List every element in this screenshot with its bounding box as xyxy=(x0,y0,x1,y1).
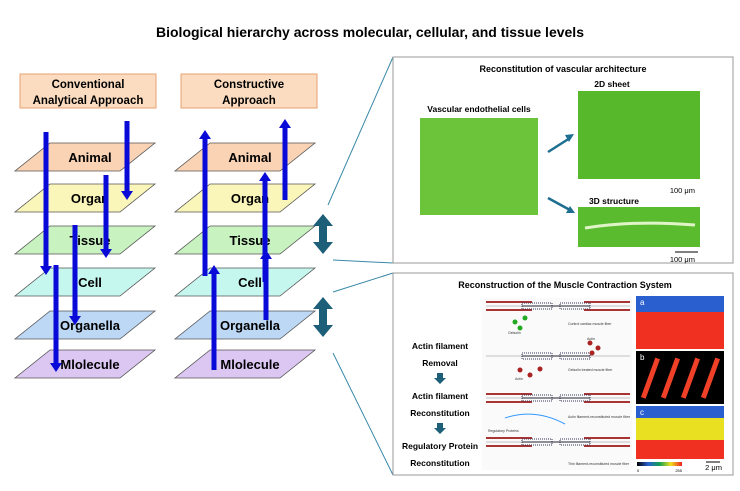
layer-organ: Organ xyxy=(13,183,157,213)
svg-text:Cell: Cell xyxy=(238,275,262,290)
svg-text:0: 0 xyxy=(637,468,640,473)
svg-text:Reconstitution: Reconstitution xyxy=(410,458,470,468)
svg-text:Constructive: Constructive xyxy=(214,79,284,91)
svg-text:c: c xyxy=(640,408,644,417)
svg-text:Cell: Cell xyxy=(78,275,102,290)
flow-arrow xyxy=(40,132,52,275)
constructive-header: Constructive Approach xyxy=(180,73,318,109)
svg-text:3D structure: 3D structure xyxy=(589,196,639,206)
svg-text:Actin filament: Actin filament xyxy=(412,341,468,351)
svg-text:b: b xyxy=(640,353,645,362)
flow-arrow xyxy=(121,121,133,200)
svg-text:Gelsolin: Gelsolin xyxy=(508,331,521,335)
svg-text:255: 255 xyxy=(675,468,682,473)
flow-arrow xyxy=(259,172,271,282)
svg-text:Mlolecule: Mlolecule xyxy=(220,357,279,372)
svg-text:Actin: Actin xyxy=(587,337,595,341)
flow-arrow xyxy=(260,250,272,320)
down-arrow-icon xyxy=(434,373,446,384)
svg-text:2D sheet: 2D sheet xyxy=(594,79,630,89)
2d-sheet-image xyxy=(578,91,700,179)
svg-text:Actin: Actin xyxy=(515,377,523,381)
layer-organella: Organella xyxy=(173,310,317,340)
svg-text:Actin filament-reconstituted m: Actin filament-reconstituted muscle fibe… xyxy=(568,415,631,419)
svg-text:Actin filament: Actin filament xyxy=(412,391,468,401)
flow-arrow xyxy=(100,175,112,258)
flow-arrow xyxy=(69,225,81,325)
layer-mlolecule: Mlolecule xyxy=(173,349,317,379)
down-arrow-icon xyxy=(434,423,446,434)
layer-animal: Animal xyxy=(173,142,317,172)
flow-arrow xyxy=(208,265,220,370)
svg-text:Organ: Organ xyxy=(71,191,109,206)
svg-text:100 μm: 100 μm xyxy=(670,255,695,264)
svg-text:Reconstitution: Reconstitution xyxy=(410,408,470,418)
svg-text:Reconstruction of the Muscle C: Reconstruction of the Muscle Contraction… xyxy=(458,280,672,290)
muscle-panel: Reconstruction of the Muscle Contraction… xyxy=(392,272,734,476)
svg-text:a: a xyxy=(640,298,645,307)
vascular-panel: Reconstitution of vascular architecture … xyxy=(392,56,734,264)
flow-arrow xyxy=(199,130,211,276)
layer-organ: Organ xyxy=(173,183,317,213)
bidirectional-arrows xyxy=(313,214,333,337)
double-arrow-icon xyxy=(313,214,333,254)
layer-cell: Cell xyxy=(173,267,317,297)
layer-tissue: Tissue xyxy=(13,225,157,255)
svg-text:Organella: Organella xyxy=(220,318,281,333)
double-arrow-icon xyxy=(313,297,333,337)
svg-text:100 μm: 100 μm xyxy=(670,186,695,195)
svg-text:Animal: Animal xyxy=(228,150,271,165)
svg-text:Regulatory Protein: Regulatory Protein xyxy=(402,441,478,451)
svg-text:Organella: Organella xyxy=(60,318,121,333)
svg-text:Removal: Removal xyxy=(422,358,457,368)
svg-text:Regulatory Proteins: Regulatory Proteins xyxy=(488,429,519,433)
svg-text:Animal: Animal xyxy=(68,150,111,165)
svg-text:Approach: Approach xyxy=(222,95,276,107)
layer-tissue: Tissue xyxy=(173,225,317,255)
svg-text:Reconstitution of vascular arc: Reconstitution of vascular architecture xyxy=(479,64,646,74)
svg-text:Control cardiac muscle fiber: Control cardiac muscle fiber xyxy=(568,322,612,326)
svg-text:2 μm: 2 μm xyxy=(705,463,722,472)
conventional-header: Conventional Analytical Approach xyxy=(19,73,157,109)
layer-mlolecule: Mlolecule xyxy=(13,349,157,379)
svg-text:Vascular endothelial cells: Vascular endothelial cells xyxy=(427,104,531,114)
svg-text:Conventional: Conventional xyxy=(52,79,125,91)
svg-text:Gelsolin treated muscle fiber: Gelsolin treated muscle fiber xyxy=(568,368,613,372)
svg-text:Organ: Organ xyxy=(231,191,269,206)
svg-text:Analytical Approach: Analytical Approach xyxy=(33,95,144,107)
layer-organella: Organella xyxy=(13,310,157,340)
connector-lines xyxy=(327,56,394,476)
layer-animal: Animal xyxy=(13,142,157,172)
endothelial-cells-image xyxy=(420,118,538,215)
layer-cell: Cell xyxy=(13,267,157,297)
flow-arrow xyxy=(279,119,291,200)
title: Biological hierarchy across molecular, c… xyxy=(156,24,584,40)
svg-text:Tissue: Tissue xyxy=(70,233,111,248)
svg-text:Tissue: Tissue xyxy=(230,233,271,248)
flow-arrow xyxy=(50,265,62,372)
svg-text:Mlolecule: Mlolecule xyxy=(60,357,119,372)
colorbar xyxy=(637,462,682,466)
svg-text:Thin filament-reconstituted mu: Thin filament-reconstituted muscle fiber xyxy=(568,462,630,466)
